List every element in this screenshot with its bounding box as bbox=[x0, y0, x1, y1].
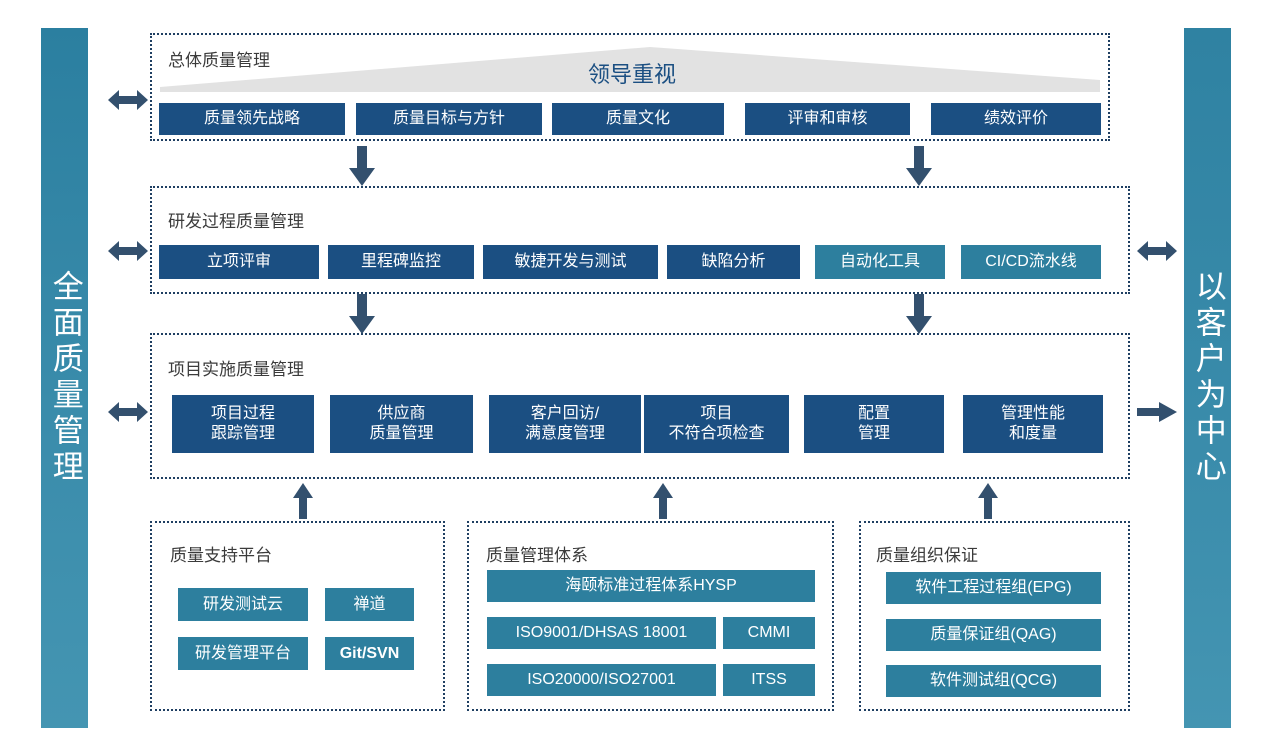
chip-automation-tools[interactable]: 自动化工具 bbox=[815, 245, 945, 279]
right-pillar: 以客户为中心 bbox=[1184, 28, 1231, 728]
chip-zentao[interactable]: 禅道 bbox=[325, 588, 414, 621]
chip-iso20000-iso27001[interactable]: ISO20000/ISO27001 bbox=[487, 664, 716, 696]
panel-title-project-delivery-quality-management: 项目实施质量管理 bbox=[168, 360, 304, 379]
chip-rd-management-platform[interactable]: 研发管理平台 bbox=[178, 637, 308, 670]
arrow-up-support-platform bbox=[292, 483, 314, 519]
panel-title-quality-management-system: 质量管理体系 bbox=[486, 546, 588, 565]
arrow-down-row2-to-row3-left bbox=[348, 294, 376, 334]
chip-performance-evaluation[interactable]: 绩效评价 bbox=[931, 103, 1101, 135]
chip-supplier-quality-management[interactable]: 供应商 质量管理 bbox=[330, 395, 473, 453]
chip-management-performance-metrics[interactable]: 管理性能 和度量 bbox=[963, 395, 1103, 453]
chip-qag[interactable]: 质量保证组(QAG) bbox=[886, 619, 1101, 651]
chip-project-nonconformity-check[interactable]: 项目 不符合项检查 bbox=[644, 395, 789, 453]
arrow-down-row1-to-row2-right bbox=[905, 146, 933, 186]
chip-quality-leading-strategy[interactable]: 质量领先战略 bbox=[159, 103, 345, 135]
panel-title-quality-support-platform: 质量支持平台 bbox=[170, 546, 272, 565]
panel-title-overall-quality-management: 总体质量管理 bbox=[168, 51, 270, 70]
chip-haiyi-standard-process-hysp[interactable]: 海颐标准过程体系HYSP bbox=[487, 570, 815, 602]
left-pillar-label: 全面质量管理 bbox=[47, 270, 83, 486]
chip-epg[interactable]: 软件工程过程组(EPG) bbox=[886, 572, 1101, 604]
arrow-up-organization-assurance bbox=[977, 483, 999, 519]
chip-cicd-pipeline[interactable]: CI/CD流水线 bbox=[961, 245, 1101, 279]
leadership-banner-label: 领导重视 bbox=[588, 62, 677, 87]
chip-quality-culture[interactable]: 质量文化 bbox=[552, 103, 724, 135]
left-pillar: 全面质量管理 bbox=[41, 28, 88, 728]
chip-rd-test-cloud[interactable]: 研发测试云 bbox=[178, 588, 308, 621]
double-arrow-right-row2 bbox=[1137, 239, 1177, 263]
chip-quality-objectives-policy[interactable]: 质量目标与方针 bbox=[356, 103, 542, 135]
leadership-banner-shape bbox=[160, 47, 1100, 92]
chip-configuration-management[interactable]: 配置 管理 bbox=[804, 395, 944, 453]
chip-git-svn[interactable]: Git/SVN bbox=[325, 637, 414, 670]
arrow-up-management-system bbox=[652, 483, 674, 519]
panel-title-rd-process-quality-management: 研发过程质量管理 bbox=[168, 212, 304, 231]
chip-customer-revisit-satisfaction[interactable]: 客户回访/ 满意度管理 bbox=[489, 395, 641, 453]
chip-itss[interactable]: ITSS bbox=[723, 664, 815, 696]
chip-defect-analysis[interactable]: 缺陷分析 bbox=[667, 245, 800, 279]
chip-qcg[interactable]: 软件测试组(QCG) bbox=[886, 665, 1101, 697]
chip-agile-dev-and-test[interactable]: 敏捷开发与测试 bbox=[483, 245, 658, 279]
chip-project-process-tracking[interactable]: 项目过程 跟踪管理 bbox=[172, 395, 314, 453]
chip-milestone-monitoring[interactable]: 里程碑监控 bbox=[328, 245, 474, 279]
double-arrow-left-row1 bbox=[108, 88, 148, 112]
chip-iso9001-dhsas18001[interactable]: ISO9001/DHSAS 18001 bbox=[487, 617, 716, 649]
arrow-right-row3 bbox=[1137, 400, 1177, 424]
double-arrow-left-row3 bbox=[108, 400, 148, 424]
chip-cmmi[interactable]: CMMI bbox=[723, 617, 815, 649]
chip-project-initiation-review[interactable]: 立项评审 bbox=[159, 245, 319, 279]
arrow-down-row2-to-row3-right bbox=[905, 294, 933, 334]
double-arrow-left-row2 bbox=[108, 239, 148, 263]
panel-title-quality-organization-assurance: 质量组织保证 bbox=[876, 546, 978, 565]
right-pillar-label: 以客户为中心 bbox=[1190, 270, 1226, 486]
chip-review-and-audit[interactable]: 评审和审核 bbox=[745, 103, 910, 135]
arrow-down-row1-to-row2-left bbox=[348, 146, 376, 186]
